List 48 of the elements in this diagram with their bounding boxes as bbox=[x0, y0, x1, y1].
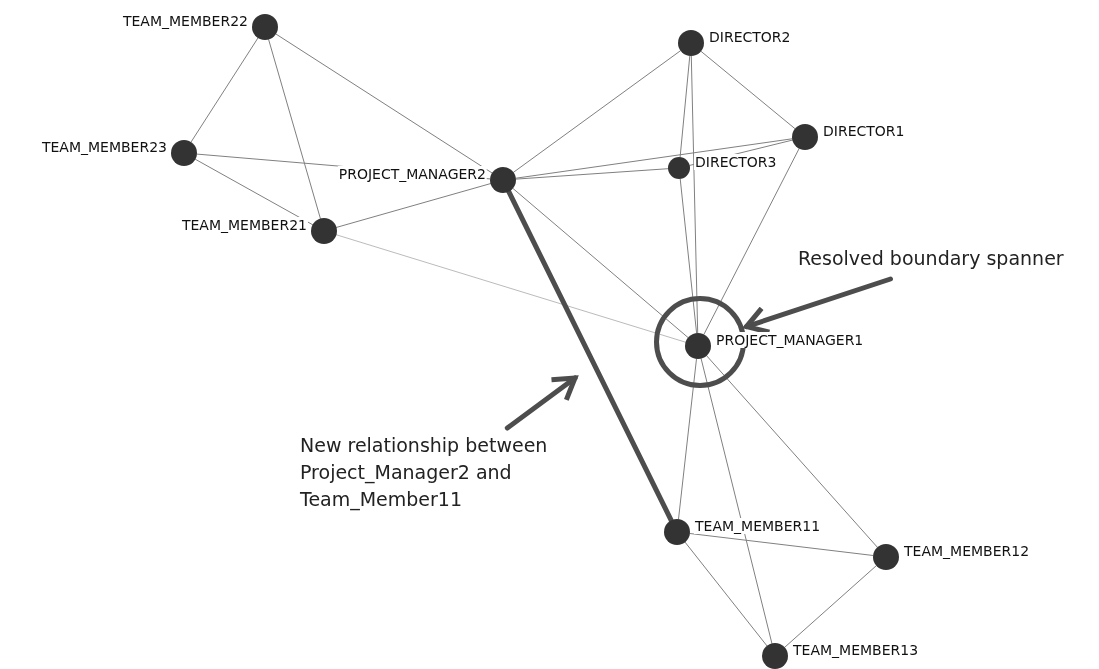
connector-line bbox=[513, 50, 681, 173]
node-label: TEAM_MEMBER23 bbox=[40, 139, 168, 155]
connector-line bbox=[784, 565, 877, 648]
node-dot bbox=[252, 14, 278, 40]
node-dot bbox=[685, 333, 711, 359]
connector-line bbox=[515, 168, 669, 180]
node-dot bbox=[668, 157, 690, 179]
connector-line bbox=[268, 39, 321, 219]
connector-line bbox=[689, 533, 874, 556]
annotation-text: Resolved boundary spanner bbox=[798, 245, 1098, 272]
node-label: DIRECTOR2 bbox=[708, 29, 792, 45]
connector-line bbox=[679, 178, 698, 334]
node-dot bbox=[664, 519, 690, 545]
connector-line bbox=[515, 138, 793, 179]
node-label: DIRECTOR3 bbox=[694, 154, 778, 170]
connector-line bbox=[335, 234, 687, 343]
node-label: TEAM_MEMBER21 bbox=[180, 217, 308, 233]
node-dot bbox=[762, 643, 788, 669]
connector-line bbox=[506, 189, 674, 523]
connector-line bbox=[678, 358, 697, 520]
node-label: TEAM_MEMBER11 bbox=[694, 518, 822, 534]
connector-line bbox=[512, 187, 689, 339]
connector-line bbox=[275, 33, 493, 174]
node-label: TEAM_MEMBER13 bbox=[792, 642, 920, 658]
node-dot bbox=[678, 30, 704, 56]
node-dot bbox=[171, 140, 197, 166]
connector-line bbox=[700, 50, 796, 130]
connector-line bbox=[684, 541, 768, 647]
arrow bbox=[744, 276, 893, 335]
node-dot bbox=[311, 218, 337, 244]
node-label: TEAM_MEMBER12 bbox=[903, 543, 1031, 559]
connector-line bbox=[706, 355, 878, 548]
node-label: TEAM_MEMBER22 bbox=[121, 13, 249, 29]
arrow bbox=[504, 375, 578, 431]
node-dot bbox=[873, 544, 899, 570]
node-label: PROJECT_MANAGER1 bbox=[715, 332, 865, 348]
connector-line bbox=[703, 148, 800, 335]
node-dot bbox=[490, 167, 516, 193]
connector-line bbox=[679, 55, 691, 158]
connector-line bbox=[690, 55, 699, 334]
node-label: DIRECTOR1 bbox=[822, 123, 906, 139]
connector-line bbox=[700, 358, 773, 644]
node-label: PROJECT_MANAGER2 bbox=[337, 166, 487, 182]
annotation-text: New relationship between Project_Manager2 and Team_Member11 bbox=[300, 432, 590, 513]
connector-line bbox=[194, 158, 314, 226]
connector-line bbox=[190, 37, 259, 143]
connector-line bbox=[336, 183, 491, 228]
node-dot bbox=[792, 124, 818, 150]
